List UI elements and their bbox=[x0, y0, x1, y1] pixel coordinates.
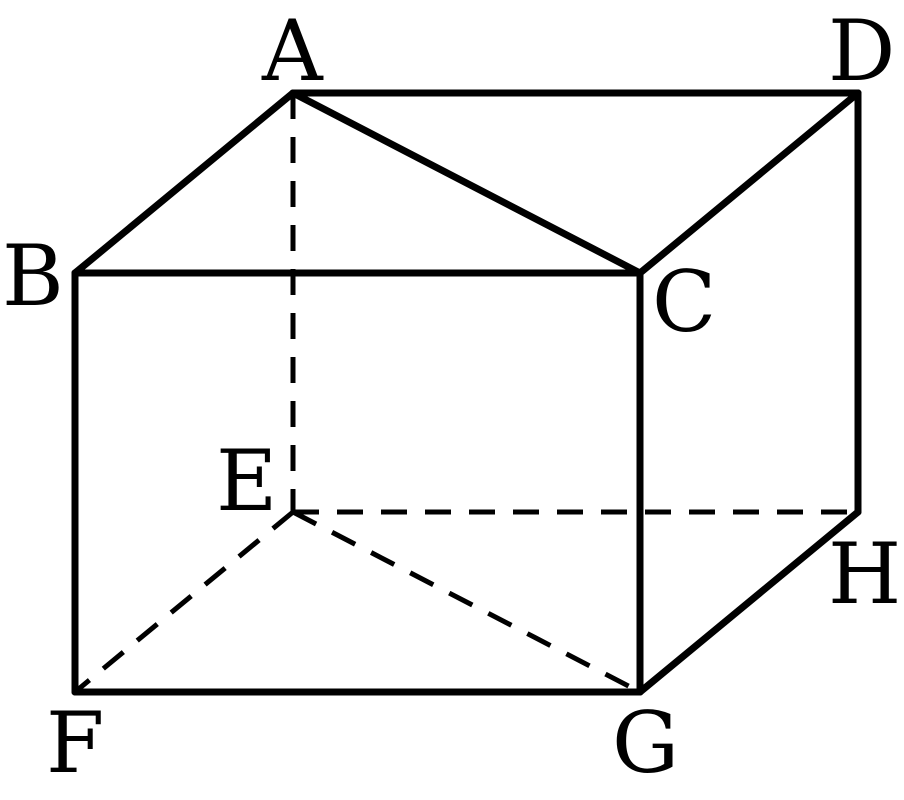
vertex-label-e: E bbox=[216, 432, 277, 530]
vertex-label-a: A bbox=[261, 2, 324, 100]
edge-ef bbox=[73, 510, 295, 694]
vertex-label-g: G bbox=[612, 694, 679, 792]
edge-eg bbox=[291, 509, 642, 695]
vertex-label-d: D bbox=[828, 2, 895, 100]
vertex-label-f: F bbox=[46, 694, 104, 792]
vertex-label-h: H bbox=[828, 525, 901, 623]
edges-group bbox=[71, 89, 862, 696]
edge-ac bbox=[289, 89, 644, 277]
edge-gh bbox=[636, 508, 862, 696]
vertex-label-c: C bbox=[652, 253, 716, 351]
vertex-label-b: B bbox=[2, 227, 64, 325]
edge-cd bbox=[636, 89, 862, 277]
edge-ab bbox=[71, 89, 297, 277]
